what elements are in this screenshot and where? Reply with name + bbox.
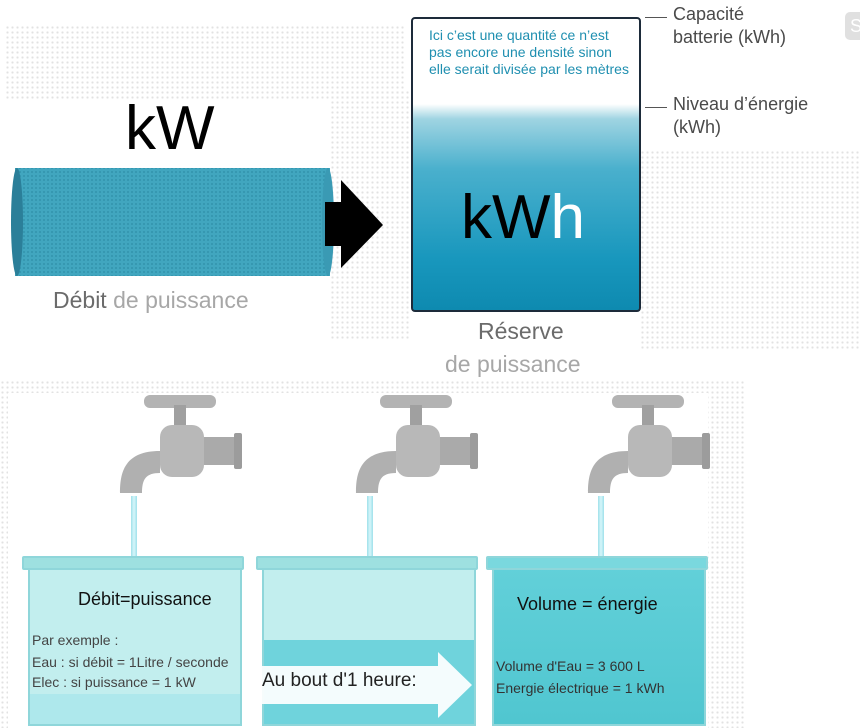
- flow-caption-power: de puissance: [113, 287, 249, 313]
- energy-unit-kw: kW: [461, 183, 551, 252]
- flow-caption-debit: Débit: [53, 287, 107, 313]
- energy-reserve-tank: Ici c’est une quantité ce n’est pas enco…: [411, 17, 641, 312]
- electric-energy-line: Energie électrique = 1 kWh: [496, 680, 665, 696]
- faucet-icon: [356, 395, 478, 493]
- example-elec-line: Elec : si puissance = 1 kW: [32, 674, 196, 690]
- energy-unit-h: h: [550, 183, 586, 252]
- bucket-water: [30, 694, 240, 724]
- example-heading: Par exemple :: [32, 632, 119, 648]
- bucket-water: [494, 566, 704, 724]
- power-flow-pipe: [11, 168, 334, 276]
- level-label-line1: Niveau d’énergie: [673, 94, 809, 114]
- corner-logo-icon: S: [845, 12, 860, 40]
- capacity-leader-line: [645, 17, 667, 18]
- capacity-label: Capacité batterie (kWh): [673, 3, 786, 50]
- arrow-right-icon: [258, 652, 472, 718]
- tank-note: Ici c’est une quantité ce n’est pas enco…: [429, 27, 629, 77]
- capacity-label-line2: batterie (kWh): [673, 27, 787, 48]
- bucket-rim: [486, 556, 708, 570]
- level-leader-line: [645, 107, 667, 108]
- reserve-caption-line1: Réserve: [478, 318, 564, 344]
- faucet-icon: [120, 395, 242, 493]
- level-label-line2: (kWh): [673, 117, 721, 138]
- volume-equals-energy-title: Volume = énergie: [517, 594, 658, 614]
- after-one-hour-label: Au bout d'1 heure:: [262, 670, 417, 691]
- bucket-rim: [256, 556, 478, 570]
- energy-unit-label: kWh: [461, 187, 585, 249]
- level-label: Niveau d’énergie (kWh): [673, 93, 808, 140]
- dotted-background: [640, 150, 860, 350]
- flow-caption: Débit de puissance: [53, 287, 249, 314]
- water-volume-line: Volume d'Eau = 3 600 L: [496, 658, 645, 674]
- dotted-background: [5, 25, 405, 100]
- reserve-caption-line2: de puissance: [445, 351, 581, 377]
- bucket-rim: [22, 556, 244, 570]
- capacity-label-line1: Capacité: [673, 4, 745, 24]
- power-unit-label: kW: [125, 94, 215, 163]
- flow-equals-power-title: Débit=puissance: [78, 589, 212, 609]
- bucket-volume: [492, 566, 706, 726]
- faucet-icon: [588, 395, 710, 493]
- arrow-right-icon: [325, 180, 383, 268]
- bucket-flow: [28, 566, 242, 726]
- example-water-line: Eau : si débit = 1Litre / seconde: [32, 654, 229, 670]
